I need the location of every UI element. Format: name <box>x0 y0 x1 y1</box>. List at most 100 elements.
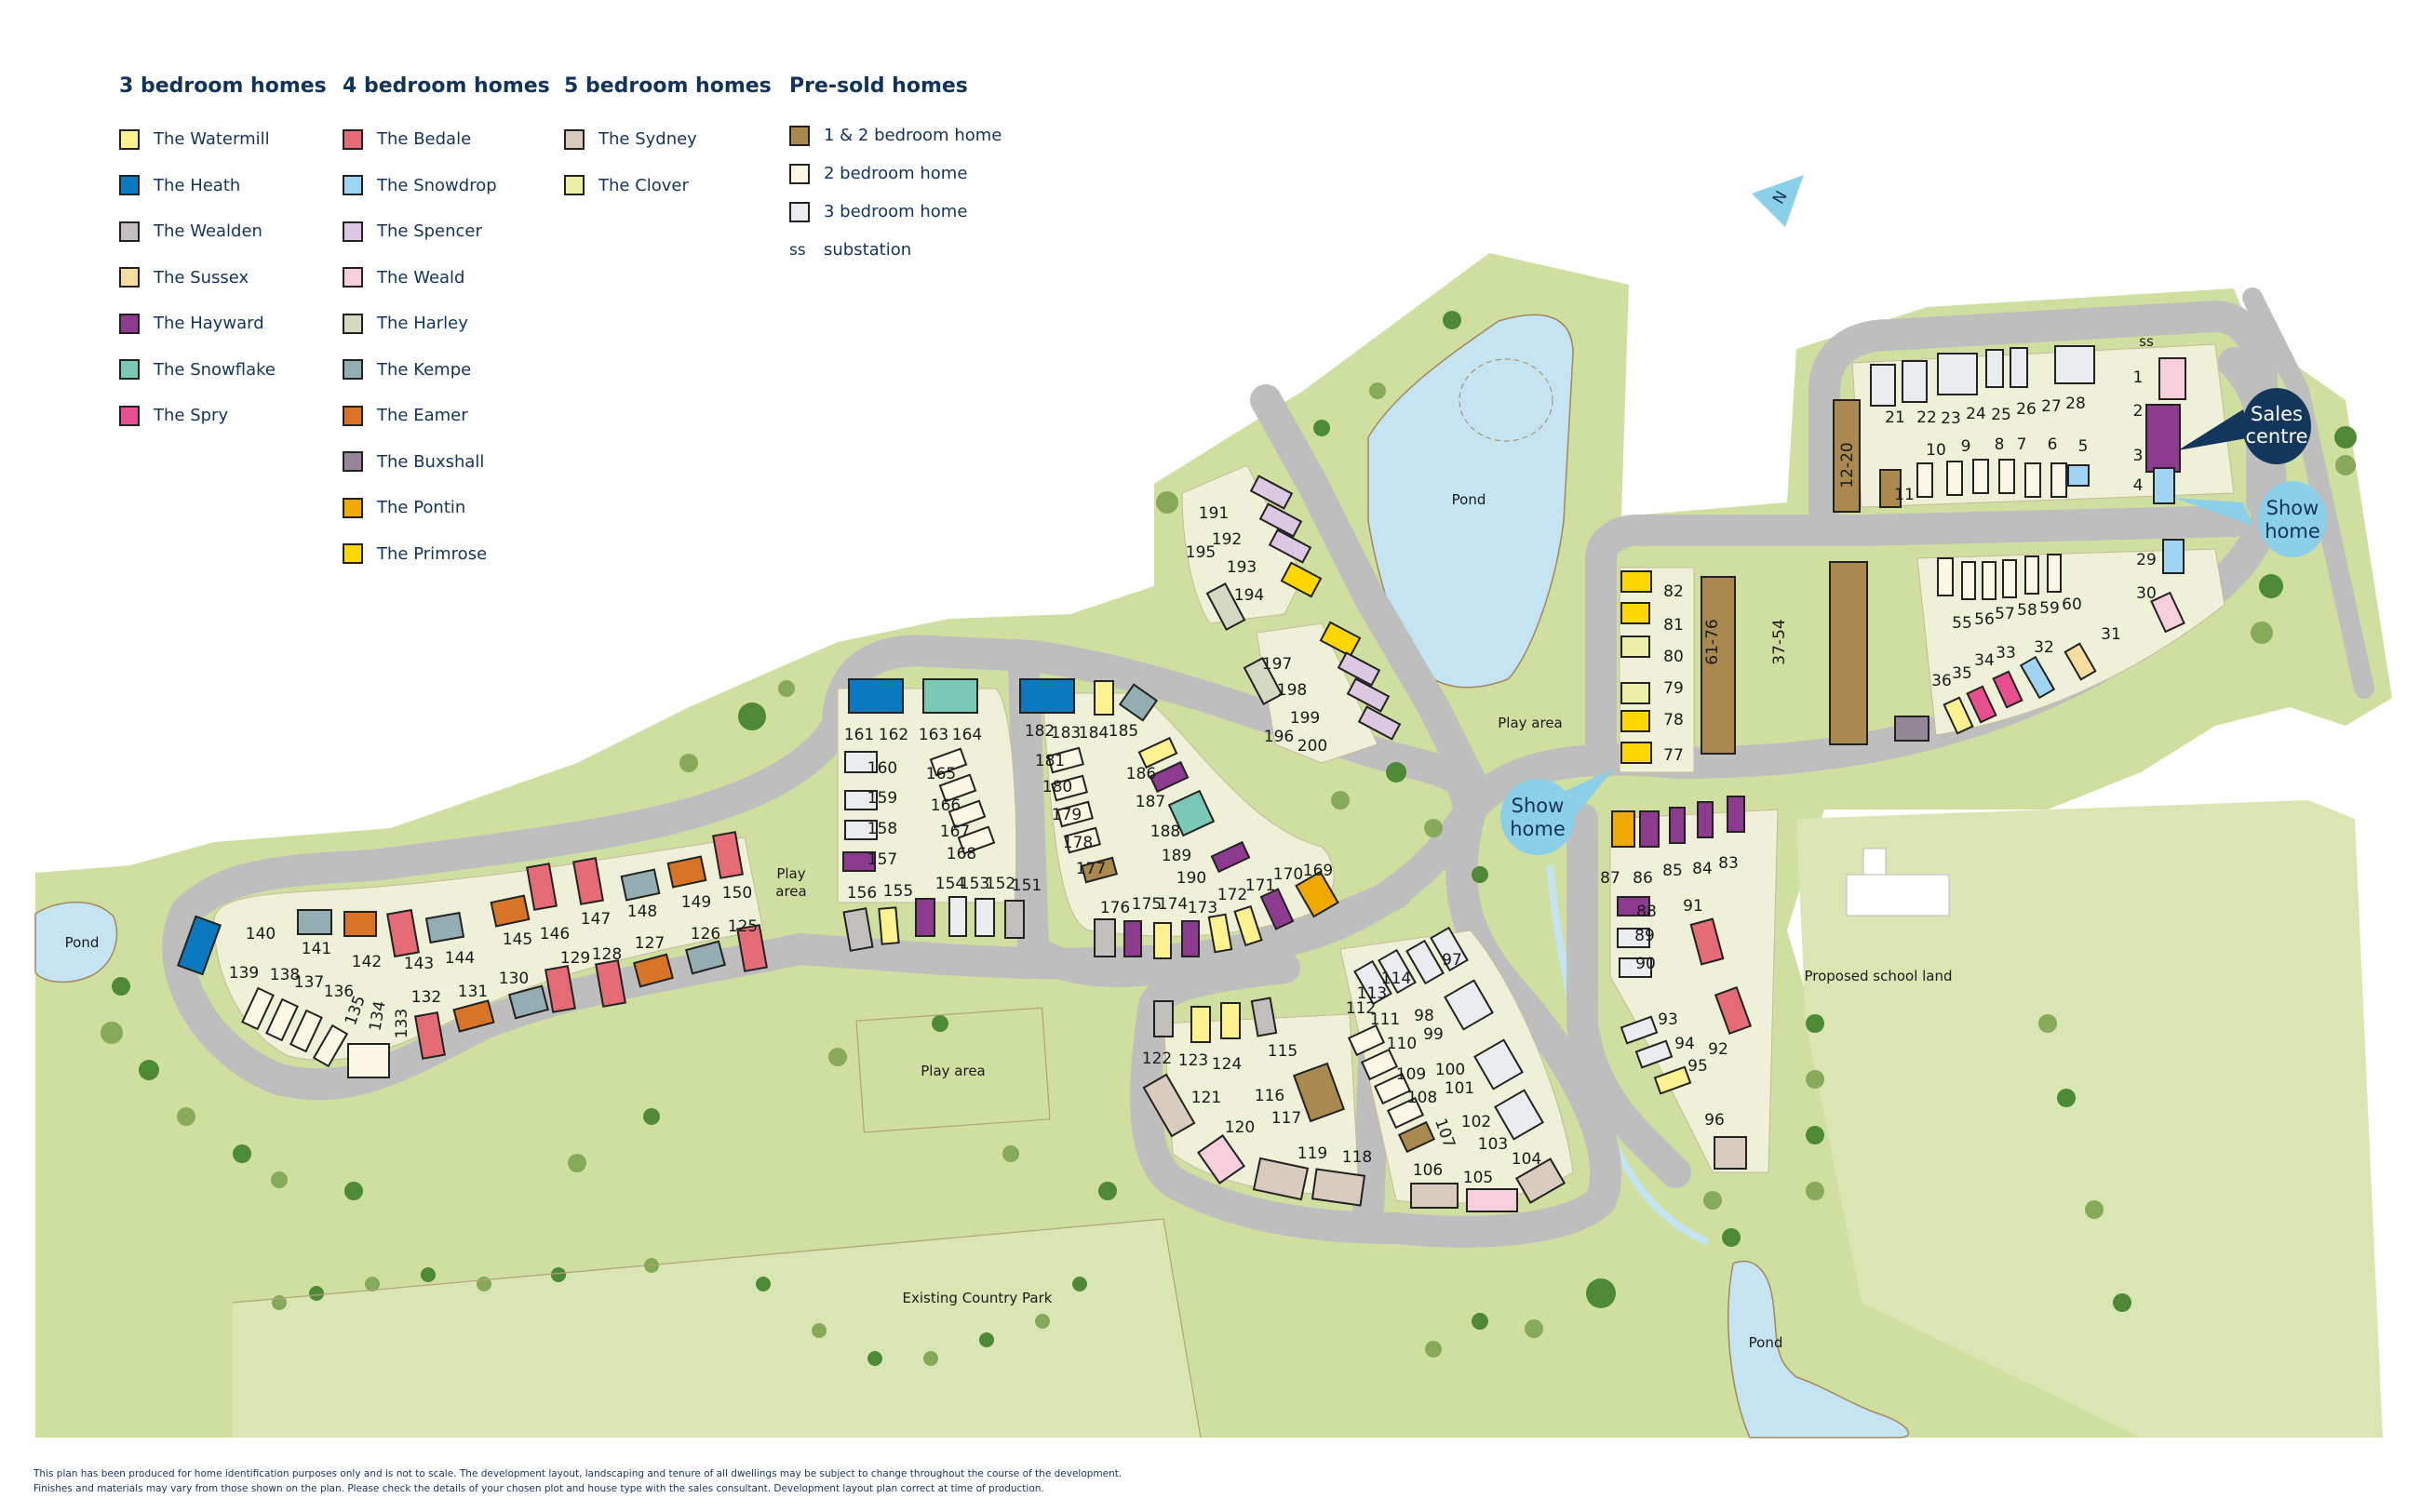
plot-number-146[interactable]: 146 <box>540 925 570 943</box>
plot-number-10[interactable]: 10 <box>1926 441 1946 460</box>
plot-number-137[interactable]: 137 <box>294 973 324 992</box>
plot-number-123[interactable]: 123 <box>1178 1051 1208 1070</box>
plot-number-152[interactable]: 152 <box>986 875 1015 893</box>
plot-number-36[interactable]: 36 <box>1931 672 1952 690</box>
plot-number-21[interactable]: 21 <box>1885 408 1905 427</box>
plot-number-130[interactable]: 130 <box>499 970 529 988</box>
plot-number-149[interactable]: 149 <box>681 893 711 912</box>
plot-number-103[interactable]: 103 <box>1478 1135 1508 1154</box>
plot-number-22[interactable]: 22 <box>1916 408 1937 427</box>
plot-number-121[interactable]: 121 <box>1191 1089 1221 1107</box>
plot-number-122[interactable]: 122 <box>1142 1050 1172 1068</box>
plot-number-120[interactable]: 120 <box>1225 1118 1255 1137</box>
plot-number-95[interactable]: 95 <box>1687 1057 1708 1076</box>
plot-number-105[interactable]: 105 <box>1463 1169 1493 1187</box>
plot-number-55[interactable]: 55 <box>1952 614 1972 633</box>
plot-number-116[interactable]: 116 <box>1255 1087 1284 1105</box>
plot-number-195[interactable]: 195 <box>1186 543 1216 562</box>
plot-number-125[interactable]: 125 <box>728 917 758 936</box>
plot-number-177[interactable]: 177 <box>1076 860 1106 878</box>
plot-number-110[interactable]: 110 <box>1387 1035 1417 1053</box>
plot-number-156[interactable]: 156 <box>847 884 877 903</box>
plot-number-129[interactable]: 129 <box>560 949 590 968</box>
plot-number-111[interactable]: 111 <box>1370 1010 1400 1029</box>
plot-number-85[interactable]: 85 <box>1662 862 1683 880</box>
plot-number-188[interactable]: 188 <box>1150 823 1180 841</box>
plot-number-29[interactable]: 29 <box>2136 551 2157 569</box>
plot-number-113[interactable]: 113 <box>1357 984 1387 1003</box>
plot-number-198[interactable]: 198 <box>1277 681 1307 700</box>
plot-number-194[interactable]: 194 <box>1234 586 1264 605</box>
plot-number-157[interactable]: 157 <box>867 850 897 869</box>
plot-number-4[interactable]: 4 <box>2133 476 2144 495</box>
plot-number-150[interactable]: 150 <box>722 884 752 903</box>
plot-number-118[interactable]: 118 <box>1342 1148 1372 1167</box>
plot-number-100[interactable]: 100 <box>1435 1061 1465 1079</box>
plot-number-115[interactable]: 115 <box>1268 1042 1297 1061</box>
plot-number-171[interactable]: 171 <box>1245 876 1275 895</box>
plot-number-139[interactable]: 139 <box>229 964 259 983</box>
plot-number-78[interactable]: 78 <box>1663 711 1684 729</box>
plot-number-33[interactable]: 33 <box>1996 644 2016 662</box>
plot-number-101[interactable]: 101 <box>1445 1079 1474 1098</box>
plot-number-82[interactable]: 82 <box>1663 582 1684 601</box>
plot-number-97[interactable]: 97 <box>1442 951 1462 970</box>
plot-number-102[interactable]: 102 <box>1461 1113 1491 1131</box>
plot-number-148[interactable]: 148 <box>627 903 657 921</box>
plot-number-200[interactable]: 200 <box>1297 737 1327 756</box>
plot-number-168[interactable]: 168 <box>947 845 976 863</box>
plot-number-186[interactable]: 186 <box>1126 765 1156 783</box>
plot-number-193[interactable]: 193 <box>1227 558 1257 577</box>
plot-number-199[interactable]: 199 <box>1290 709 1320 728</box>
plot-number-174[interactable]: 174 <box>1158 895 1188 914</box>
plot-number-164[interactable]: 164 <box>952 726 982 744</box>
plot-number-108[interactable]: 108 <box>1407 1089 1437 1107</box>
plot-number-112[interactable]: 112 <box>1346 999 1376 1018</box>
plot-number-126[interactable]: 126 <box>691 925 720 943</box>
plot-number-162[interactable]: 162 <box>879 726 908 744</box>
plot-number-2[interactable]: 2 <box>2133 402 2144 421</box>
plot-number-25[interactable]: 25 <box>1991 406 2011 424</box>
plot-number-132[interactable]: 132 <box>411 988 441 1007</box>
plot-number-153[interactable]: 153 <box>960 875 989 893</box>
plot-number-35[interactable]: 35 <box>1952 664 1972 683</box>
plot-number-133[interactable]: 133 <box>393 1009 411 1038</box>
plot-number-124[interactable]: 124 <box>1212 1055 1242 1074</box>
plot-number-99[interactable]: 99 <box>1423 1025 1444 1044</box>
plot-number-158[interactable]: 158 <box>867 820 897 838</box>
plot-number-92[interactable]: 92 <box>1708 1040 1728 1059</box>
plot-number-189[interactable]: 189 <box>1162 847 1191 865</box>
plot-number-56[interactable]: 56 <box>1974 610 1995 629</box>
plot-number-167[interactable]: 167 <box>940 823 970 841</box>
plot-number-34[interactable]: 34 <box>1974 651 1995 670</box>
plot-number-159[interactable]: 159 <box>867 789 897 808</box>
plot-number-12-20[interactable]: 12-20 <box>1838 442 1857 488</box>
plot-number-79[interactable]: 79 <box>1663 679 1684 698</box>
plot-number-144[interactable]: 144 <box>445 949 475 968</box>
plot-number-89[interactable]: 89 <box>1634 927 1655 945</box>
plot-number-128[interactable]: 128 <box>592 945 622 964</box>
plot-number-155[interactable]: 155 <box>883 882 913 901</box>
plot-number-147[interactable]: 147 <box>581 910 611 929</box>
plot-number-192[interactable]: 192 <box>1212 530 1242 549</box>
plot-number-24[interactable]: 24 <box>1966 405 1986 423</box>
plot-number-185[interactable]: 185 <box>1109 722 1138 741</box>
plot-number-161[interactable]: 161 <box>844 726 874 744</box>
plot-number-81[interactable]: 81 <box>1663 616 1684 635</box>
plot-number-197[interactable]: 197 <box>1262 655 1292 674</box>
plot-number-136[interactable]: 136 <box>324 983 354 1001</box>
plot-number-179[interactable]: 179 <box>1052 806 1082 824</box>
plot-number-178[interactable]: 178 <box>1063 834 1093 852</box>
plot-number-1[interactable]: 1 <box>2133 368 2144 387</box>
plot-number-3[interactable]: 3 <box>2133 447 2144 465</box>
plot-number-180[interactable]: 180 <box>1042 778 1072 796</box>
callout-show-home-east[interactable]: Show home <box>2174 481 2327 557</box>
plot-number-11[interactable]: 11 <box>1894 486 1915 504</box>
plot-number-138[interactable]: 138 <box>270 966 300 984</box>
plot-number-26[interactable]: 26 <box>2016 400 2037 419</box>
plot-number-114[interactable]: 114 <box>1381 970 1411 988</box>
plot-number-187[interactable]: 187 <box>1136 793 1165 811</box>
plot-number-30[interactable]: 30 <box>2136 584 2157 603</box>
plot-number-93[interactable]: 93 <box>1658 1010 1678 1029</box>
plot-number-32[interactable]: 32 <box>2034 638 2054 657</box>
